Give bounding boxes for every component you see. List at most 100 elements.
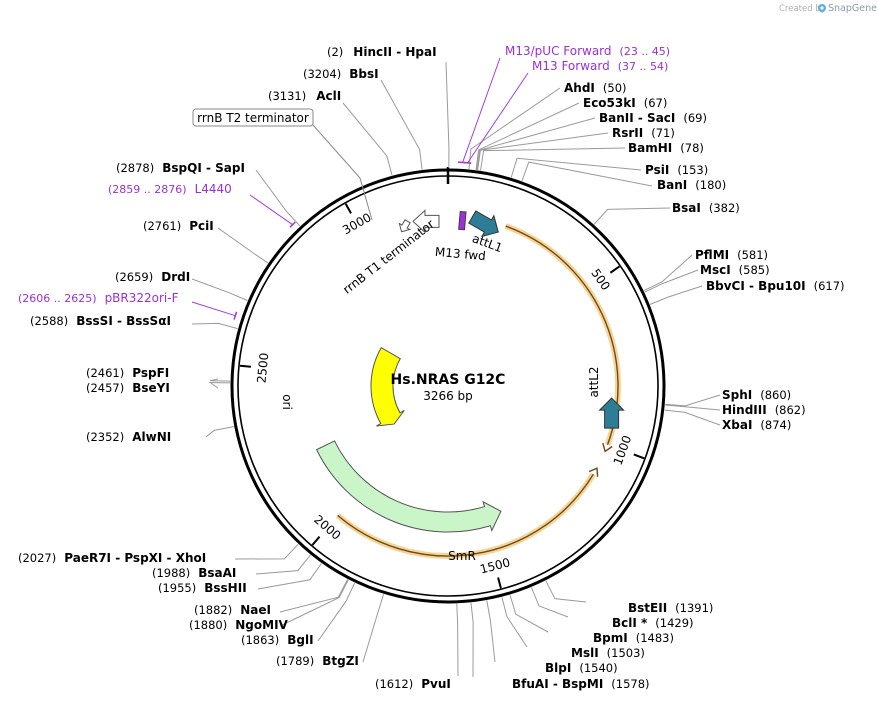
primer-label-pbr322ori[interactable]: (2606 .. 2625)pBR322ori-F xyxy=(18,291,179,305)
tick-mark xyxy=(609,265,621,274)
site-label-bfuai[interactable]: BfuAI - BspMI(1578) xyxy=(512,677,650,691)
site-label-bamhi[interactable]: BamHI(78) xyxy=(628,141,704,155)
feature-rrnb-t1 xyxy=(398,219,412,233)
site-label-bpmi[interactable]: BpmI(1483) xyxy=(593,631,674,645)
site-label-naei[interactable]: (1882)NaeI xyxy=(194,603,271,617)
site-leader-line xyxy=(279,579,348,613)
site-label-blpi[interactable]: BlpI(1540) xyxy=(545,661,618,675)
tick-mark xyxy=(344,203,352,214)
highlight-line xyxy=(505,225,619,446)
site-leader-line xyxy=(665,394,721,407)
site-leader-line xyxy=(255,554,311,575)
site-label-btgzi[interactable]: (1789)BtgZI xyxy=(276,654,359,668)
site-label-pflmi[interactable]: PflMI(581) xyxy=(695,248,768,262)
feature-label-rrnb-t2: rrnB T2 terminator xyxy=(192,108,314,127)
site-leader-line xyxy=(208,382,231,389)
tick-label: 2500 xyxy=(254,352,271,384)
site-labels: (2)HincII - HpaI (3204)BbsI (3131)AclI (… xyxy=(18,45,845,691)
site-leader-line xyxy=(470,602,474,678)
site-leader-line xyxy=(475,102,580,170)
plasmid-name: Hs.NRAS G12C xyxy=(391,372,506,388)
site-leader-line xyxy=(317,582,356,642)
site-leader-line xyxy=(380,79,423,170)
feature-label-ori: ori xyxy=(280,394,294,410)
site-label-pspfi[interactable]: (2461)PspFI xyxy=(86,366,169,380)
primer-arc xyxy=(289,221,296,228)
primer-label-m13[interactable]: M13 Forward(37 .. 54) xyxy=(532,59,668,73)
site-label-acli[interactable]: (3131)AclI xyxy=(268,89,341,103)
site-label-hincii[interactable]: (2)HincII - HpaI xyxy=(327,45,437,59)
site-label-rsrii[interactable]: RsrII(71) xyxy=(612,126,675,140)
site-leader-line xyxy=(234,543,299,560)
site-leader-line xyxy=(209,378,231,382)
site-label-bseyi[interactable]: (2457)BseYI xyxy=(86,381,170,395)
site-label-ahdi[interactable]: AhdI(50) xyxy=(564,81,627,95)
site-label-bsssi[interactable]: (2588)BssSI - BssSαI xyxy=(30,314,171,328)
site-label-bani[interactable]: BanI(180) xyxy=(657,178,726,192)
site-label-bbsi[interactable]: (3204)BbsI xyxy=(303,67,379,81)
site-leader-line xyxy=(593,207,671,225)
site-label-msci[interactable]: MscI(585) xyxy=(700,263,770,277)
site-leader-line xyxy=(255,169,301,227)
site-leader-line xyxy=(456,603,459,677)
primer-leader-line xyxy=(462,57,501,163)
tick-label: 1000 xyxy=(611,434,635,468)
site-label-pcii[interactable]: (2761)PciI xyxy=(143,219,214,233)
backbone xyxy=(230,167,666,604)
site-label-bcli[interactable]: BclI *(1429) xyxy=(612,616,694,630)
highlight-arrowhead xyxy=(588,467,599,477)
site-leader-line xyxy=(257,563,322,590)
primer-leader-line xyxy=(467,72,529,164)
primer-label-l4440[interactable]: (2859 .. 2876)L4440 xyxy=(108,182,232,196)
site-label-bbvci[interactable]: BbvCI - Bpu10I(617) xyxy=(706,279,845,293)
site-leader-line xyxy=(664,409,721,426)
feature-attl2 xyxy=(598,397,625,429)
site-label-pvui[interactable]: (1612)PvuI xyxy=(375,677,451,691)
tick-label: 500 xyxy=(588,266,613,293)
highlight-arrowhead xyxy=(602,442,613,453)
site-leader-line xyxy=(521,161,653,187)
site-label-bsteii[interactable]: BstEII(1391) xyxy=(628,601,713,615)
site-leader-line xyxy=(644,269,699,293)
site-leader-line xyxy=(486,600,496,663)
site-leader-line xyxy=(545,580,587,603)
site-label-drdi[interactable]: (2659)DrdI xyxy=(115,270,190,284)
site-label-sphi[interactable]: SphI(860) xyxy=(722,388,791,402)
site-label-banii[interactable]: BanII - SacI(69) xyxy=(599,111,707,125)
site-leader-line xyxy=(191,322,238,330)
site-leader-line xyxy=(217,227,269,264)
site-label-ngomiv[interactable]: (1880)NgoMIV xyxy=(189,618,289,632)
tick-label: 3000 xyxy=(340,210,373,237)
site-leader-line xyxy=(362,594,385,663)
tick-label: 1500 xyxy=(479,555,512,576)
feature-rrnb-t2 xyxy=(412,209,440,234)
site-label-msli[interactable]: MslI(1503) xyxy=(571,646,645,660)
tick-mark xyxy=(497,577,502,589)
tick-mark xyxy=(239,364,252,368)
highlight-line xyxy=(337,473,594,557)
site-label-bsaai[interactable]: (1988)BsaAI xyxy=(152,566,236,580)
feature-smr xyxy=(315,440,502,533)
site-label-xbai[interactable]: XbaI(874) xyxy=(722,418,791,432)
site-label-alwni[interactable]: (2352)AlwNI xyxy=(86,430,171,444)
site-label-psii[interactable]: PsiI(153) xyxy=(645,163,708,177)
primer-leader-lines xyxy=(191,57,529,320)
tick-mark xyxy=(633,453,645,460)
site-label-bsshii[interactable]: (1955)BssHII xyxy=(158,581,247,595)
site-label-eco53ki[interactable]: Eco53kI(67) xyxy=(583,96,667,110)
site-leader-line xyxy=(649,285,703,305)
primer-label-m13-puc[interactable]: M13/pUC Forward(23 .. 45) xyxy=(505,44,670,58)
site-label-hindiii[interactable]: HindIII(862) xyxy=(722,403,806,417)
site-label-bgli[interactable]: (1863)BglI xyxy=(241,633,314,647)
site-label-bspqi[interactable]: (2878)BspQI - SapI xyxy=(116,161,245,175)
svg-text:rrnB T2 terminator: rrnB T2 terminator xyxy=(197,111,309,125)
site-leader-line xyxy=(501,597,528,648)
credit-created-by: Created by xyxy=(779,4,826,14)
site-leader-line xyxy=(643,254,693,292)
site-leader-line xyxy=(510,157,642,178)
site-label-bsai[interactable]: BsaI(382) xyxy=(672,201,740,215)
site-label-paer7i[interactable]: (2027)PaeR7I - PspXI - XhoI xyxy=(18,551,206,565)
site-leader-line xyxy=(445,61,450,169)
